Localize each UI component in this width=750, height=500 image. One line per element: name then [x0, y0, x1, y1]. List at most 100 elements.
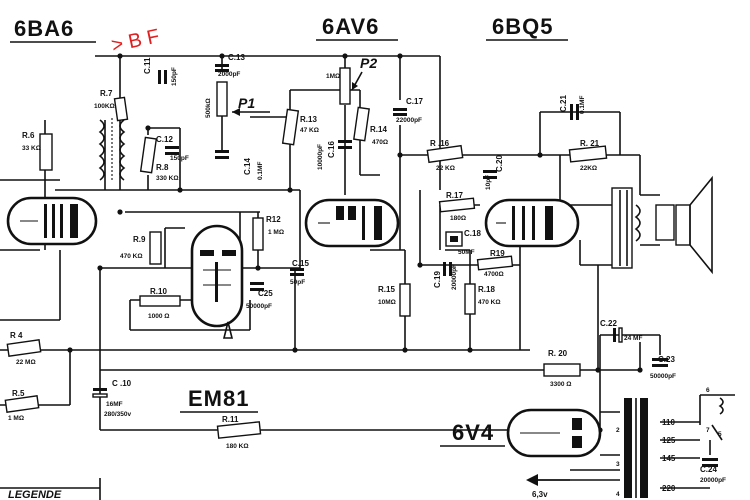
- mains-taps: 110 125 145 220: [662, 418, 676, 493]
- tube-title-6v4: 6V4: [440, 420, 505, 447]
- r20-name: R. 20: [548, 349, 568, 358]
- r4-value: 22 MΩ: [16, 359, 36, 366]
- r15-name: R.15: [378, 285, 395, 294]
- c23-value: 50000pF: [650, 373, 676, 380]
- tube-em81: [190, 224, 244, 339]
- capacitor-c22: C.22 24 MF: [600, 319, 642, 343]
- c21-value: 0.1MF: [579, 96, 586, 114]
- resistor-r10: R.10 1000 Ω: [139, 287, 181, 320]
- r12-name: R12: [266, 215, 281, 224]
- handwritten-annotation: > B F: [109, 25, 161, 57]
- resistor-r20: R. 20 3300 Ω: [543, 349, 581, 388]
- c14-value: 0.1MF: [257, 162, 264, 180]
- c18-value: 50MF: [458, 249, 475, 256]
- legend-label: LEGENDE: [8, 489, 62, 500]
- output-transformer: [611, 187, 675, 269]
- c21-name: C.21: [559, 95, 568, 112]
- r12-value: 1 MΩ: [268, 229, 284, 236]
- r7-name: R.7: [100, 89, 113, 98]
- capacitor-c17: C.17 22000pF: [393, 97, 423, 124]
- tube-6bq5: [484, 198, 580, 248]
- c25-name: C25: [258, 289, 273, 298]
- c22-value: 24 MF: [624, 335, 642, 342]
- r16-name: R .16: [430, 139, 450, 148]
- r8-name: R.8: [156, 163, 169, 172]
- potentiometer-p1: P1 500kΩ: [205, 81, 270, 118]
- loudspeaker: [675, 175, 713, 275]
- capacitor-c12: C.12 150pF: [156, 135, 189, 162]
- pin-7: 7: [706, 427, 710, 434]
- c12-name: C.12: [156, 135, 173, 144]
- r9-value: 470 KΩ: [120, 253, 143, 260]
- pin-4: 4: [616, 491, 620, 498]
- c19-value: 20000pF: [451, 264, 458, 290]
- junction-dots: [67, 53, 643, 433]
- r13-value: 47 KΩ: [300, 127, 319, 134]
- r5-value: 1 MΩ: [8, 415, 24, 422]
- c25-value: 50000pF: [246, 303, 272, 310]
- resistor-r6: R.6 33 KΩ: [22, 131, 53, 171]
- r19-name: R19: [490, 249, 505, 258]
- r6-value: 33 KΩ: [22, 145, 41, 152]
- r21-name: R. 21: [580, 139, 600, 148]
- r19-value: 4700Ω: [484, 271, 504, 278]
- tube-label-6ba6: 6BA6: [14, 16, 74, 41]
- capacitor-c14: C.14 0.1MF: [215, 150, 264, 180]
- resistor-r9: R.9 470 KΩ: [120, 231, 162, 265]
- resistor-r8: R.8 330 KΩ: [139, 136, 179, 182]
- r10-value: 1000 Ω: [148, 313, 169, 320]
- c22-name: C.22: [600, 319, 617, 328]
- c10-value: 16MF: [106, 401, 123, 408]
- r11-name: R.11: [222, 415, 239, 424]
- r4-name: R 4: [10, 331, 23, 340]
- c13-name: C.13: [228, 53, 245, 62]
- c24-name: C.24: [700, 465, 717, 474]
- p1-value: 500kΩ: [205, 98, 212, 118]
- c16-value: 10000pF: [317, 144, 324, 170]
- capacitor-c16: C.16 10000pF: [317, 140, 352, 170]
- c23-name: C.23: [658, 355, 675, 364]
- r15-value: 10MΩ: [378, 299, 396, 306]
- p2-value: 1MΩ: [326, 73, 340, 80]
- c13-value: 2000pF: [218, 71, 240, 78]
- r14-value: 470Ω: [372, 139, 388, 146]
- tap-125: 125: [662, 436, 676, 445]
- p2-name: P2: [360, 55, 377, 71]
- r8-value: 330 KΩ: [156, 175, 179, 182]
- resistor-r4: R 4 22 MΩ: [6, 331, 42, 366]
- c16-name: C.16: [327, 141, 336, 158]
- mains-switch: [711, 397, 724, 441]
- pin-1: 1: [626, 399, 630, 406]
- resistor-r11: R.11 180 KΩ: [216, 415, 262, 450]
- capacitor-c23: C.23 50000pF: [650, 355, 676, 380]
- r17-value: 180Ω: [450, 215, 466, 222]
- pin-3: 3: [616, 461, 620, 468]
- power-transformer: [624, 398, 648, 498]
- c10-voltage: 280/350v: [104, 411, 131, 418]
- tube-title-6av6: 6AV6: [316, 14, 398, 41]
- c17-value: 22000pF: [396, 117, 422, 124]
- c11-value: 150pF: [171, 67, 178, 86]
- c20-name: C.20: [495, 155, 504, 172]
- c10-name: C .10: [112, 379, 132, 388]
- c19-name: C.19: [433, 271, 442, 288]
- r7-value: 100KΩ: [94, 103, 115, 110]
- r13-name: R.13: [300, 115, 317, 124]
- r18-name: R.18: [478, 285, 495, 294]
- capacitor-c13: C.13 2000pF: [215, 53, 245, 78]
- c24-value: 20000pF: [700, 477, 726, 484]
- resistor-r21: R. 21 22KΩ: [568, 139, 608, 172]
- pin-5: 5: [718, 431, 722, 438]
- tap-110: 110: [662, 418, 675, 427]
- capacitor-c24: C.24 20000pF: [700, 458, 726, 484]
- tap-220: 220: [662, 484, 676, 493]
- r10-name: R.10: [150, 287, 167, 296]
- capacitor-c21: C.21 0.1MF: [559, 95, 586, 120]
- pin-numbers: 1 2 3 4 5 6 7: [616, 387, 722, 498]
- resistor-r17: R.17 180Ω: [438, 191, 476, 222]
- resistor-r13: R.13 47 KΩ: [281, 108, 319, 146]
- r18-value: 470 KΩ: [478, 299, 501, 306]
- capacitor-c10: C .10 16MF 280/350v: [92, 379, 132, 418]
- if-transformer: [98, 118, 126, 182]
